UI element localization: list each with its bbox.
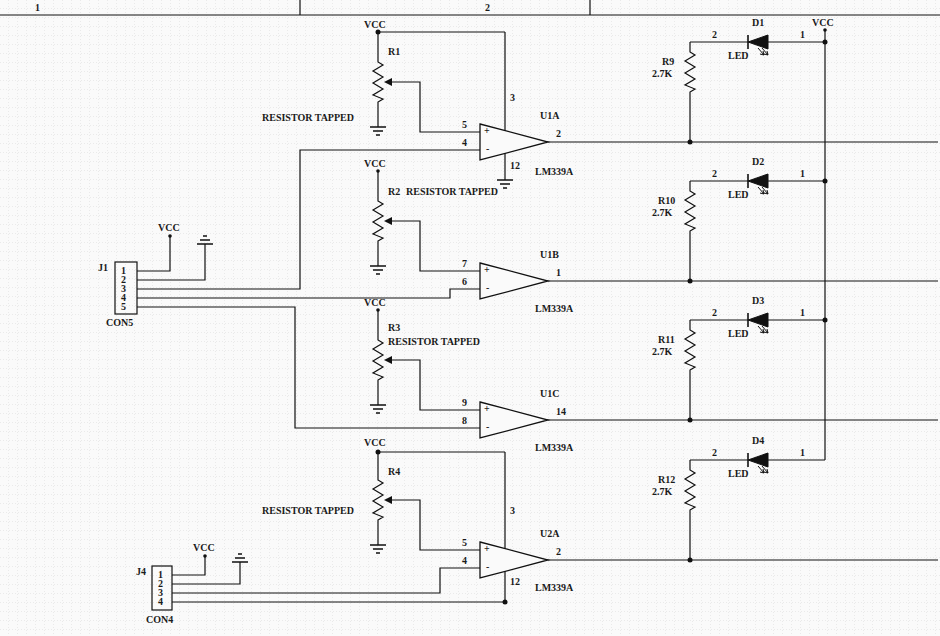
schematic-label: J1 xyxy=(98,262,108,273)
schematic-label: + xyxy=(484,543,490,554)
schematic-label: + xyxy=(484,403,490,414)
schematic-label: 12 xyxy=(510,160,520,171)
schematic-label: U2A xyxy=(540,528,559,539)
schematic-label: R10 xyxy=(658,195,675,206)
schematic-label: 5 xyxy=(121,301,126,312)
schematic-label: LED xyxy=(728,189,749,200)
schematic-label: R11 xyxy=(658,334,675,345)
schematic-label: RESISTOR TAPPED xyxy=(262,112,354,123)
schematic-label: 2 xyxy=(556,128,561,139)
schematic-label: LM339A xyxy=(535,303,573,314)
schematic-label: 2 xyxy=(485,2,490,13)
schematic-label: VCC xyxy=(812,17,834,28)
schematic-label: 2.7K xyxy=(652,68,672,79)
schematic-label: D2 xyxy=(752,156,764,167)
schematic-label: 2 xyxy=(712,29,717,40)
schematic-label: VCC xyxy=(364,158,386,169)
schematic-label: 2.7K xyxy=(652,486,672,497)
schematic-label: 1 xyxy=(800,29,805,40)
schematic-label: R4 xyxy=(388,466,400,477)
schematic-label: CON5 xyxy=(106,317,133,328)
schematic-label: RESISTOR TAPPED xyxy=(262,505,354,516)
schematic-label: R2 xyxy=(388,186,400,197)
schematic-label: R12 xyxy=(658,474,675,485)
schematic-label: 1 xyxy=(35,2,40,13)
schematic-label: RESISTOR TAPPED xyxy=(388,336,480,347)
schematic-label: CON4 xyxy=(146,614,173,625)
schematic-label: U1A xyxy=(540,110,559,121)
schematic-label: 2 xyxy=(556,546,561,557)
schematic-label: 2 xyxy=(712,307,717,318)
schematic-label: 1 xyxy=(800,307,805,318)
schematic-label: 2 xyxy=(712,168,717,179)
schematic-label: VCC xyxy=(193,542,215,553)
schematic-label: + xyxy=(484,264,490,275)
schematic-label: D4 xyxy=(752,435,764,446)
schematic-label: 1 xyxy=(556,267,561,278)
schematic-label: 5 xyxy=(462,537,467,548)
schematic-label: 3 xyxy=(510,92,515,103)
schematic-label: U1C xyxy=(540,388,559,399)
schematic-label: 3 xyxy=(510,505,515,516)
schematic-label: R9 xyxy=(662,56,674,67)
schematic-label: R1 xyxy=(388,46,400,57)
schematic-label: LED xyxy=(728,50,749,61)
schematic-label: - xyxy=(486,421,489,432)
schematic-label: 2 xyxy=(712,447,717,458)
schematic-label: R3 xyxy=(388,322,400,333)
schematic-label: 1 xyxy=(800,447,805,458)
schematic-label: U1B xyxy=(540,249,559,260)
schematic-label: J4 xyxy=(136,566,146,577)
schematic-label: VCC xyxy=(364,19,386,30)
schematic-label: D1 xyxy=(752,17,764,28)
schematic-label: VCC xyxy=(158,222,180,233)
schematic-label: 2.7K xyxy=(652,346,672,357)
schematic-label: VCC xyxy=(364,297,386,308)
schematic-label: 7 xyxy=(462,258,467,269)
schematic-label: VCC xyxy=(364,437,386,448)
schematic-label: LM339A xyxy=(535,582,573,593)
schematic-label: LED xyxy=(728,328,749,339)
schematic-label: 5 xyxy=(462,119,467,130)
schematic-label: 2.7K xyxy=(652,207,672,218)
schematic-label: 4 xyxy=(462,555,467,566)
schematic-label: LM339A xyxy=(535,166,573,177)
schematic-label: 4 xyxy=(158,596,163,607)
schematic-label: RESISTOR TAPPED xyxy=(406,186,498,197)
schematic-label: 9 xyxy=(462,397,467,408)
schematic-label: - xyxy=(486,143,489,154)
schematic-label: + xyxy=(484,125,490,136)
schematic-label: LM339A xyxy=(535,442,573,453)
schematic-label: 1 xyxy=(800,168,805,179)
schematic-label: 12 xyxy=(510,576,520,587)
schematic-label: D3 xyxy=(752,295,764,306)
schematic-label: 14 xyxy=(556,406,566,417)
schematic-label: 6 xyxy=(462,276,467,287)
schematic-label: - xyxy=(486,282,489,293)
schematic-label: - xyxy=(486,561,489,572)
schematic-label: 4 xyxy=(462,137,467,148)
schematic-label: 8 xyxy=(462,415,467,426)
schematic-label: LED xyxy=(728,468,749,479)
